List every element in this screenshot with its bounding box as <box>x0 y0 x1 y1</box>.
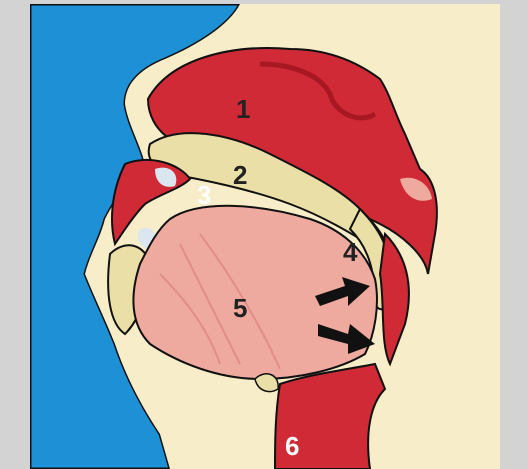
head-cross-section: 1 2 3 4 5 6 <box>30 4 500 469</box>
diagram-frame: 1 2 3 4 5 6 <box>30 4 500 469</box>
label-6: 6 <box>285 431 299 461</box>
label-4: 4 <box>343 237 358 267</box>
label-3: 3 <box>197 180 211 210</box>
label-5: 5 <box>233 293 247 323</box>
label-1: 1 <box>236 94 250 124</box>
label-2: 2 <box>233 160 247 190</box>
